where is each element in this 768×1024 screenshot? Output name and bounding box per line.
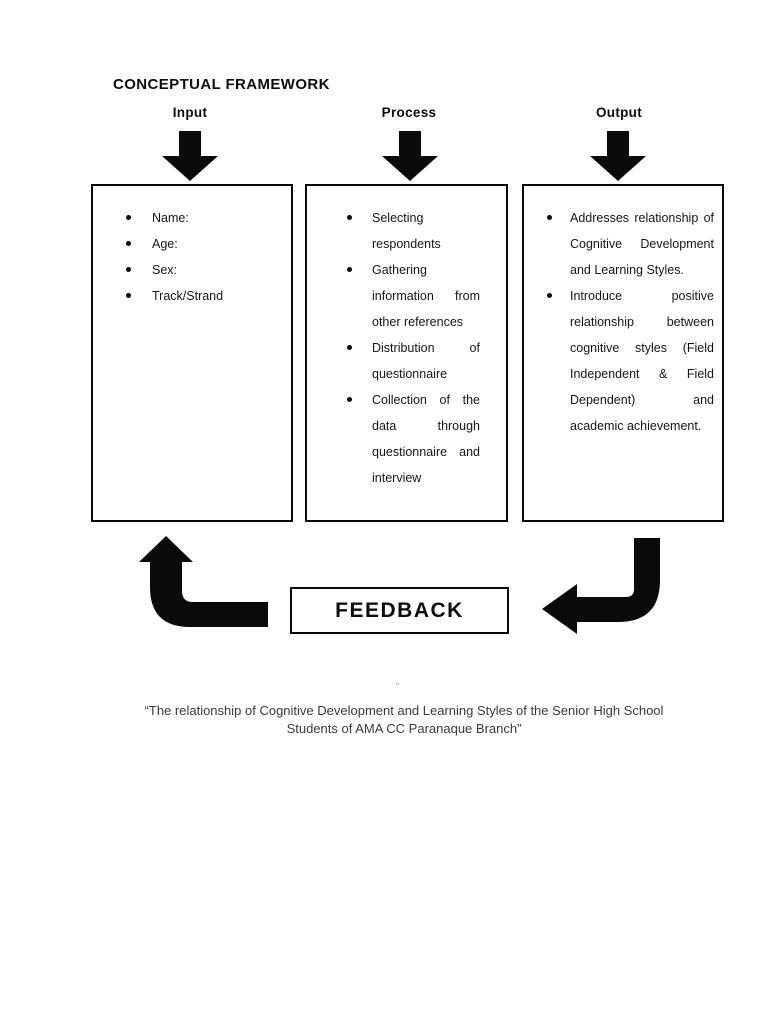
- list-item: Sex:: [126, 257, 283, 283]
- feedback-box: FEEDBACK: [290, 587, 509, 634]
- column-header-output: Output: [595, 105, 643, 120]
- input-box: Name: Age: Sex: Track/Strand: [91, 184, 293, 522]
- arrow-down-icon: [382, 131, 438, 181]
- feedback-return-arrow-left-icon: [139, 536, 269, 628]
- caption-line-1: “The relationship of Cognitive Developme…: [144, 703, 664, 718]
- framework-title: CONCEPTUAL FRAMEWORK: [113, 76, 330, 93]
- output-box: Addresses relationship of Cognitive Deve…: [522, 184, 724, 522]
- arrow-down-icon: [162, 131, 218, 181]
- list-item: Introduce positive relationship between …: [547, 283, 714, 439]
- list-item: Selecting respondents: [347, 205, 480, 257]
- output-list: Addresses relationship of Cognitive Deve…: [524, 186, 722, 439]
- feedback-return-arrow-right-icon: [542, 538, 665, 635]
- process-list: Selecting respondents Gathering informat…: [307, 186, 506, 491]
- list-item: Age:: [126, 231, 283, 257]
- list-item: Distribution of questionnaire: [347, 335, 480, 387]
- caption-line-2: Students of AMA CC Paranaque Branch”: [286, 721, 522, 736]
- input-list: Name: Age: Sex: Track/Strand: [93, 186, 291, 309]
- study-title-caption: “The relationship of Cognitive Developme…: [40, 702, 768, 738]
- feedback-label: FEEDBACK: [335, 598, 464, 622]
- process-box: Selecting respondents Gathering informat…: [305, 184, 508, 522]
- list-item: Collection of the data through questionn…: [347, 387, 480, 491]
- list-item: Name:: [126, 205, 283, 231]
- caption-quote-mark: “: [396, 681, 399, 691]
- list-item: Track/Strand: [126, 283, 283, 309]
- column-header-process: Process: [381, 105, 437, 120]
- list-item: Addresses relationship of Cognitive Deve…: [547, 205, 714, 283]
- list-item: Gathering information from other referen…: [347, 257, 480, 335]
- arrow-down-icon: [590, 131, 646, 181]
- column-header-input: Input: [172, 105, 208, 120]
